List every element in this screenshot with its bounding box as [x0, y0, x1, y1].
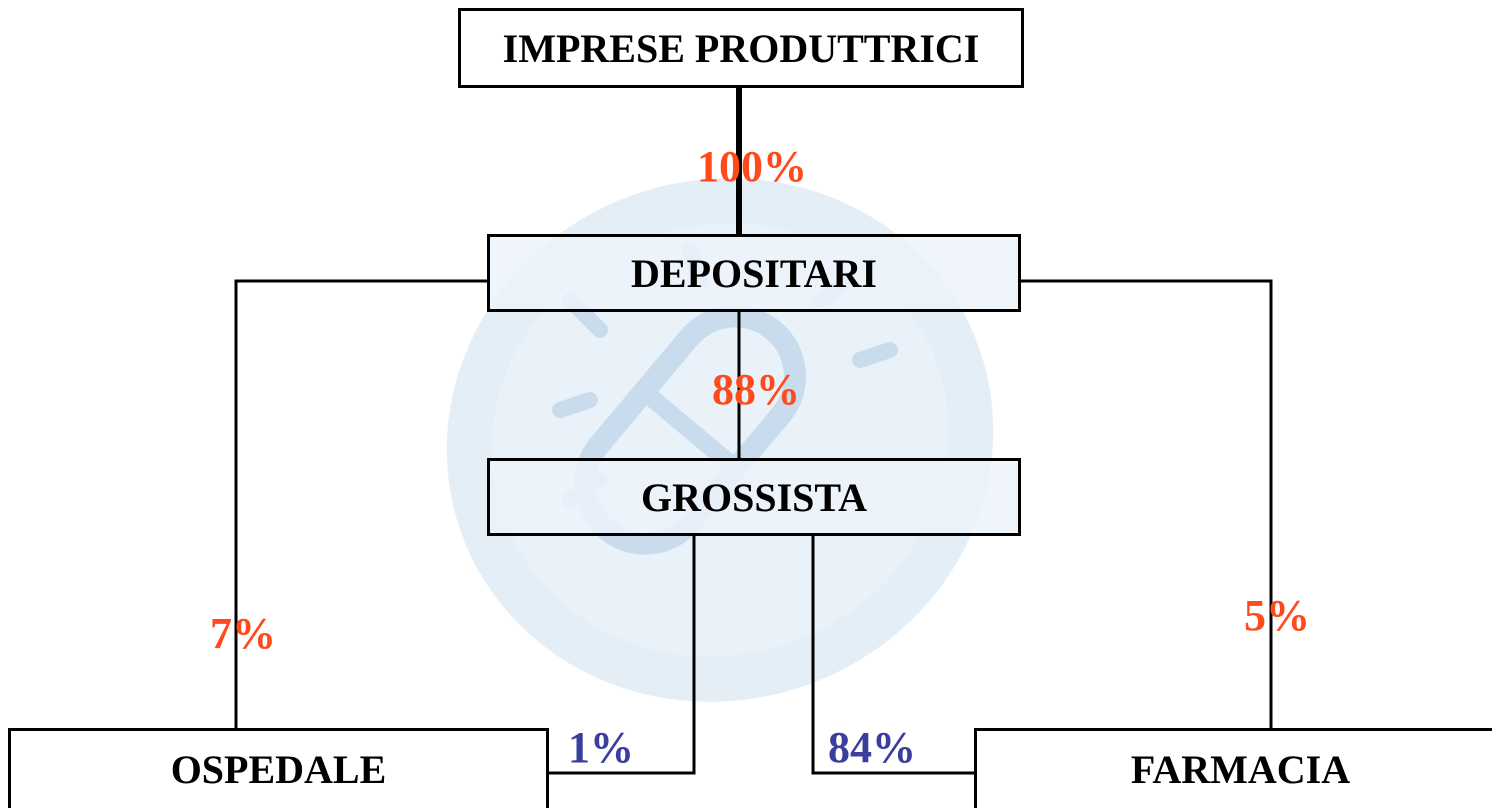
- node-depositari: DEPOSITARI: [487, 234, 1021, 312]
- flow-label-imprese-depositari: 100%: [697, 142, 807, 191]
- node-depositari-label: DEPOSITARI: [631, 250, 877, 296]
- node-grossista: GROSSISTA: [487, 458, 1021, 536]
- connector-grossista-farmacia: [811, 536, 975, 775]
- flow-label-depositari-grossista: 88%: [712, 365, 800, 414]
- flow-label-depositari-farmacia: 5%: [1244, 591, 1310, 640]
- node-ospedale-label: OSPEDALE: [170, 747, 387, 792]
- connector-grossista-ospedale: [548, 536, 696, 775]
- node-imprese-label: IMPRESE PRODUTTRICI: [502, 25, 980, 71]
- node-grossista-label: GROSSISTA: [640, 474, 867, 520]
- node-ospedale: OSPEDALE: [8, 728, 549, 808]
- flow-label-grossista-ospedale: 1%: [568, 723, 634, 772]
- connector-depositari-ospedale: [234, 279, 488, 728]
- node-imprese-produttrici: IMPRESE PRODUTTRICI: [458, 8, 1024, 88]
- node-farmacia-label: FARMACIA: [1130, 747, 1351, 792]
- flow-label-grossista-farmacia: 84%: [828, 723, 916, 772]
- node-farmacia: FARMACIA: [974, 728, 1492, 808]
- connector-depositari-farmacia: [1020, 279, 1273, 728]
- flow-label-depositari-ospedale: 7%: [210, 609, 276, 658]
